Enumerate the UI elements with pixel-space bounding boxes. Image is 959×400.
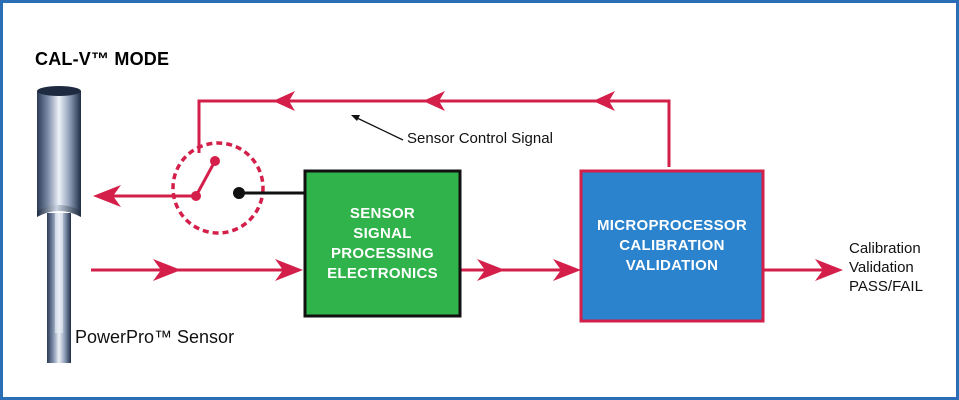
switch-icon (171, 141, 307, 235)
processing-box-label: SENSOR SIGNAL PROCESSING ELECTRONICS (327, 204, 438, 282)
diagram-title: CAL-V™ MODE (35, 49, 170, 69)
processed-signal-path (460, 259, 581, 281)
output-signal-path (763, 259, 843, 281)
microprocessor-box-label: MICROPROCESSOR CALIBRATION VALIDATION (596, 217, 748, 274)
output-label: Calibration Validation PASS/FAIL (849, 240, 923, 295)
sensor-drive-path (93, 185, 193, 207)
microprocessor-box (579, 169, 765, 323)
processing-box (303, 169, 462, 318)
sensor-signal-path (91, 259, 303, 281)
control-signal-pointer (351, 115, 404, 141)
signal-flow-diagram (37, 86, 843, 363)
sensor-label: PowerPro™ Sensor (75, 327, 235, 347)
control-signal-label: Sensor Control Signal (407, 130, 553, 147)
control-signal-arrowheads (273, 91, 615, 111)
sensor-probe-icon (37, 86, 81, 363)
